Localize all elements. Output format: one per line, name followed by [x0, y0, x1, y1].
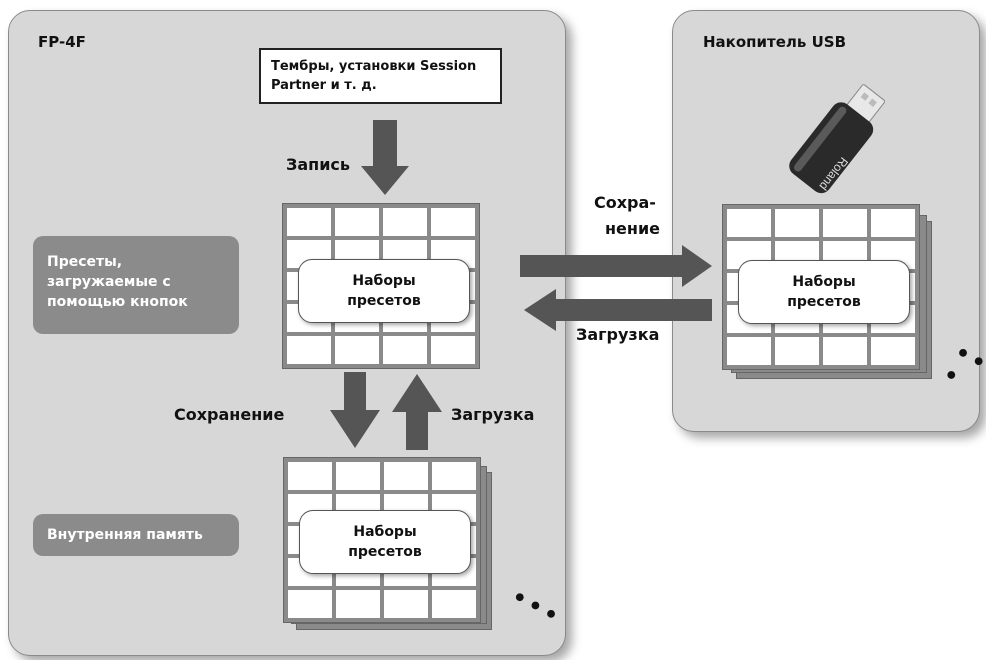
- record-arrow: [361, 120, 409, 195]
- device-panel-title: FP-4F: [38, 33, 86, 51]
- preset-sets-usb-line-2: пресетов: [787, 294, 861, 310]
- internal-memory-label: Внутренняя память: [47, 527, 203, 543]
- preset-sets-internal-line-1: Наборы: [353, 524, 417, 540]
- preset-sets-top: Наборы пресетов: [298, 259, 470, 323]
- presets-tag-line-2: загружаемые с: [47, 274, 171, 290]
- source-box: Тембры, установки Session Partner и т. д…: [259, 48, 502, 104]
- save-down-arrow: [330, 372, 380, 448]
- presets-tag-line-3: помощью кнопок: [47, 294, 188, 310]
- save-usb-arrow: [520, 245, 712, 287]
- load-usb-arrow: [524, 289, 712, 331]
- preset-sets-internal: Наборы пресетов: [299, 510, 471, 574]
- source-line-1: Тембры, установки Session: [271, 59, 477, 74]
- save-usb-label-2: нение: [605, 219, 661, 238]
- presets-tag-line-1: Пресеты,: [47, 254, 123, 270]
- load-usb-label: Загрузка: [576, 325, 660, 344]
- usb-panel-title: Накопитель USB: [703, 33, 847, 51]
- load-up-arrow: [392, 374, 442, 450]
- source-line-2: Partner и т. д.: [271, 78, 377, 93]
- load-bottom-label: Загрузка: [451, 405, 535, 424]
- save-usb-label-1: Сохра-: [594, 193, 656, 212]
- save-bottom-label: Сохранение: [174, 405, 285, 424]
- presets-tag: Пресеты, загружаемые с помощью кнопок: [33, 236, 239, 334]
- preset-sets-usb: Наборы пресетов: [738, 260, 910, 324]
- usb-stick-icon: Roland: [789, 84, 886, 194]
- record-label: Запись: [286, 155, 351, 174]
- preset-sets-top-line-1: Наборы: [352, 273, 416, 289]
- preset-sets-top-line-2: пресетов: [347, 293, 421, 309]
- preset-sets-internal-line-2: пресетов: [348, 544, 422, 560]
- internal-memory-tag: Внутренняя память: [33, 514, 239, 556]
- preset-sets-usb-line-1: Наборы: [792, 274, 856, 290]
